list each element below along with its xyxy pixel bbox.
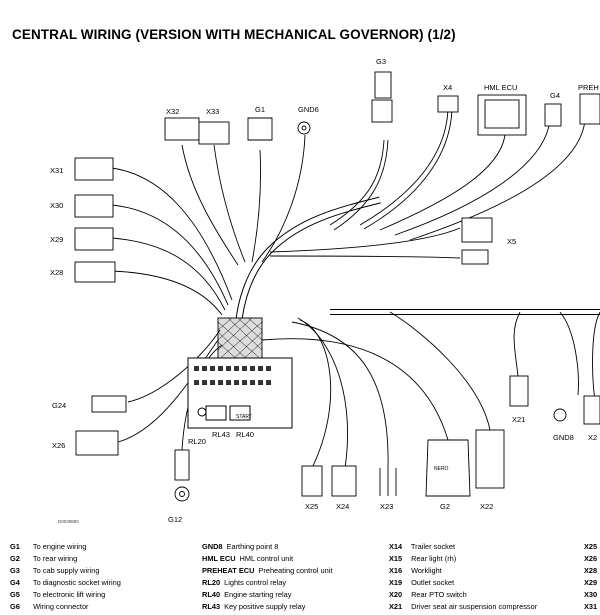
legend-item: X28 [584,566,598,575]
connector-g2 [425,439,471,497]
label-rl20: RL20 [188,437,206,446]
label-g3: G3 [376,57,386,66]
legend-item: X20 Rear PTO switch [389,590,467,599]
legend-item: X19 Outlet socket [389,578,455,587]
ground-gnd8 [553,408,567,422]
relay-fuse-box [187,357,293,429]
legend-item: X31 [584,602,598,611]
connector-x22 [475,429,505,489]
label-x25: X25 [305,502,318,511]
legend-item: X26 [584,554,598,563]
connector-g3 [374,71,392,99]
label-x28: X28 [50,268,63,277]
label-x5: X5 [507,237,516,246]
connector-x4 [437,95,459,113]
page-title: CENTRAL WIRING (VERSION WITH MECHANICAL … [12,27,456,42]
legend-item: X29 [584,578,598,587]
label-rl43: RL43 [212,430,230,439]
label-x30: X30 [50,201,63,210]
label-x26: X26 [52,441,65,450]
legend-item: G1 To engine wiring [10,542,87,551]
legend-item: X14 Trailer socket [389,542,456,551]
label-start: START [236,414,252,420]
connector-x21 [509,375,529,407]
legend-item: G5 To electronic lift wiring [10,590,106,599]
label-x29: X29 [50,235,63,244]
label-g4: G4 [550,91,560,100]
legend-item: X16 Worklight [389,566,442,575]
connector-preheat [579,93,600,125]
connector-x30 [74,194,114,218]
legend-item: G4 To diagnostic socket wiring [10,578,121,587]
label-rl40: RL40 [236,430,254,439]
legend-item: X15 Rear light (rh) [389,554,457,563]
connector-x26 [75,430,119,456]
label-x2: X2 [588,433,597,442]
connector-x32 [164,117,200,141]
legend-item: G2 To rear wiring [10,554,78,563]
label-g12: G12 [168,515,182,524]
label-hml-ecu: HML ECU [484,83,517,92]
label-g2: G2 [440,502,450,511]
document-code: D0039880 [58,519,79,524]
connector-x29 [74,227,114,251]
label-gnd8: GND8 [553,433,574,442]
legend-column-4: X25 X26 X28 X29 X30 X31 [584,541,600,613]
legend-item: G3 To cab supply wiring [10,566,100,575]
connector-x24 [331,465,357,497]
legend-item: X25 [584,542,598,551]
label-preh: PREH [578,83,599,92]
legend-column-3: X14 Trailer socket X15 Rear light (rh) X… [389,541,537,613]
legend-column-1: G1 To engine wiring G2 To rear wiring G3… [10,541,121,613]
label-nero: NERO [434,466,449,472]
label-x22: X22 [480,502,493,511]
connector-g4 [544,103,562,127]
label-x4: X4 [443,83,452,92]
legend-item: X30 [584,590,598,599]
legend-item: X21 Driver seat air suspension compresso… [389,602,538,611]
connector-x2 [583,395,600,425]
connector-x23 [379,468,397,496]
label-g1: G1 [255,105,265,114]
label-x24: X24 [336,502,349,511]
connector-g24 [91,395,127,413]
label-x33: X33 [206,107,219,116]
label-x23: X23 [380,502,393,511]
legend-item: G6 Wiring connector [10,602,89,611]
connector-x28 [74,261,116,283]
label-gnd6: GND6 [298,105,319,114]
connector-g1 [247,117,273,141]
label-x31: X31 [50,166,63,175]
label-x21: X21 [512,415,525,424]
connector-x5 [461,217,493,243]
wiring-diagram: G3 X4 HML ECU G4 PREH X32 X33 G1 GND6 X3… [50,57,600,524]
connector-x25 [301,465,323,497]
label-x32: X32 [166,107,179,116]
label-g24: G24 [52,401,66,410]
connector-x31 [74,157,114,181]
connector-x33 [198,121,230,145]
